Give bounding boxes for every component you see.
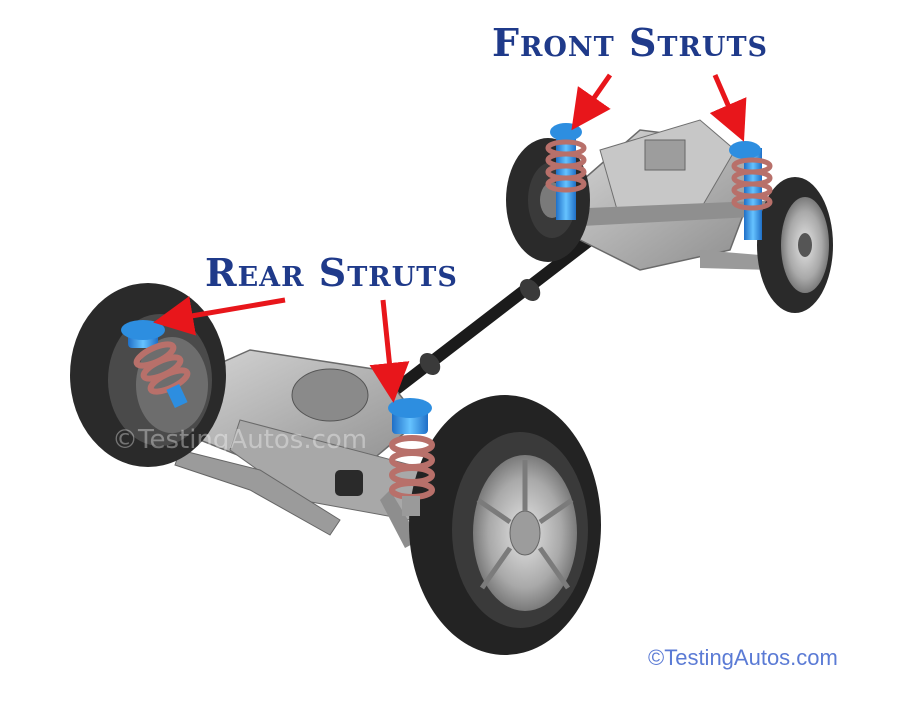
rear-struts-label: Rear Struts [205,250,458,295]
arrow-front-left [571,73,613,131]
front-struts-label: Front Struts [492,20,769,65]
front-right-wheel [757,177,833,313]
arrows [153,73,747,403]
watermark-corner: ©TestingAutos.com [648,645,838,670]
drive-shaft [389,234,596,396]
front-subframe [540,119,790,271]
arrow-front-right [709,74,747,142]
rear-right-strut [388,398,435,516]
arrow-rear-right [369,299,410,403]
rear-right-wheel [409,395,601,655]
front-left-strut [545,123,587,220]
arrow-rear-left [153,296,286,336]
watermark-faint: ©TestingAutos.com [112,425,368,455]
front-right-strut [729,141,773,240]
